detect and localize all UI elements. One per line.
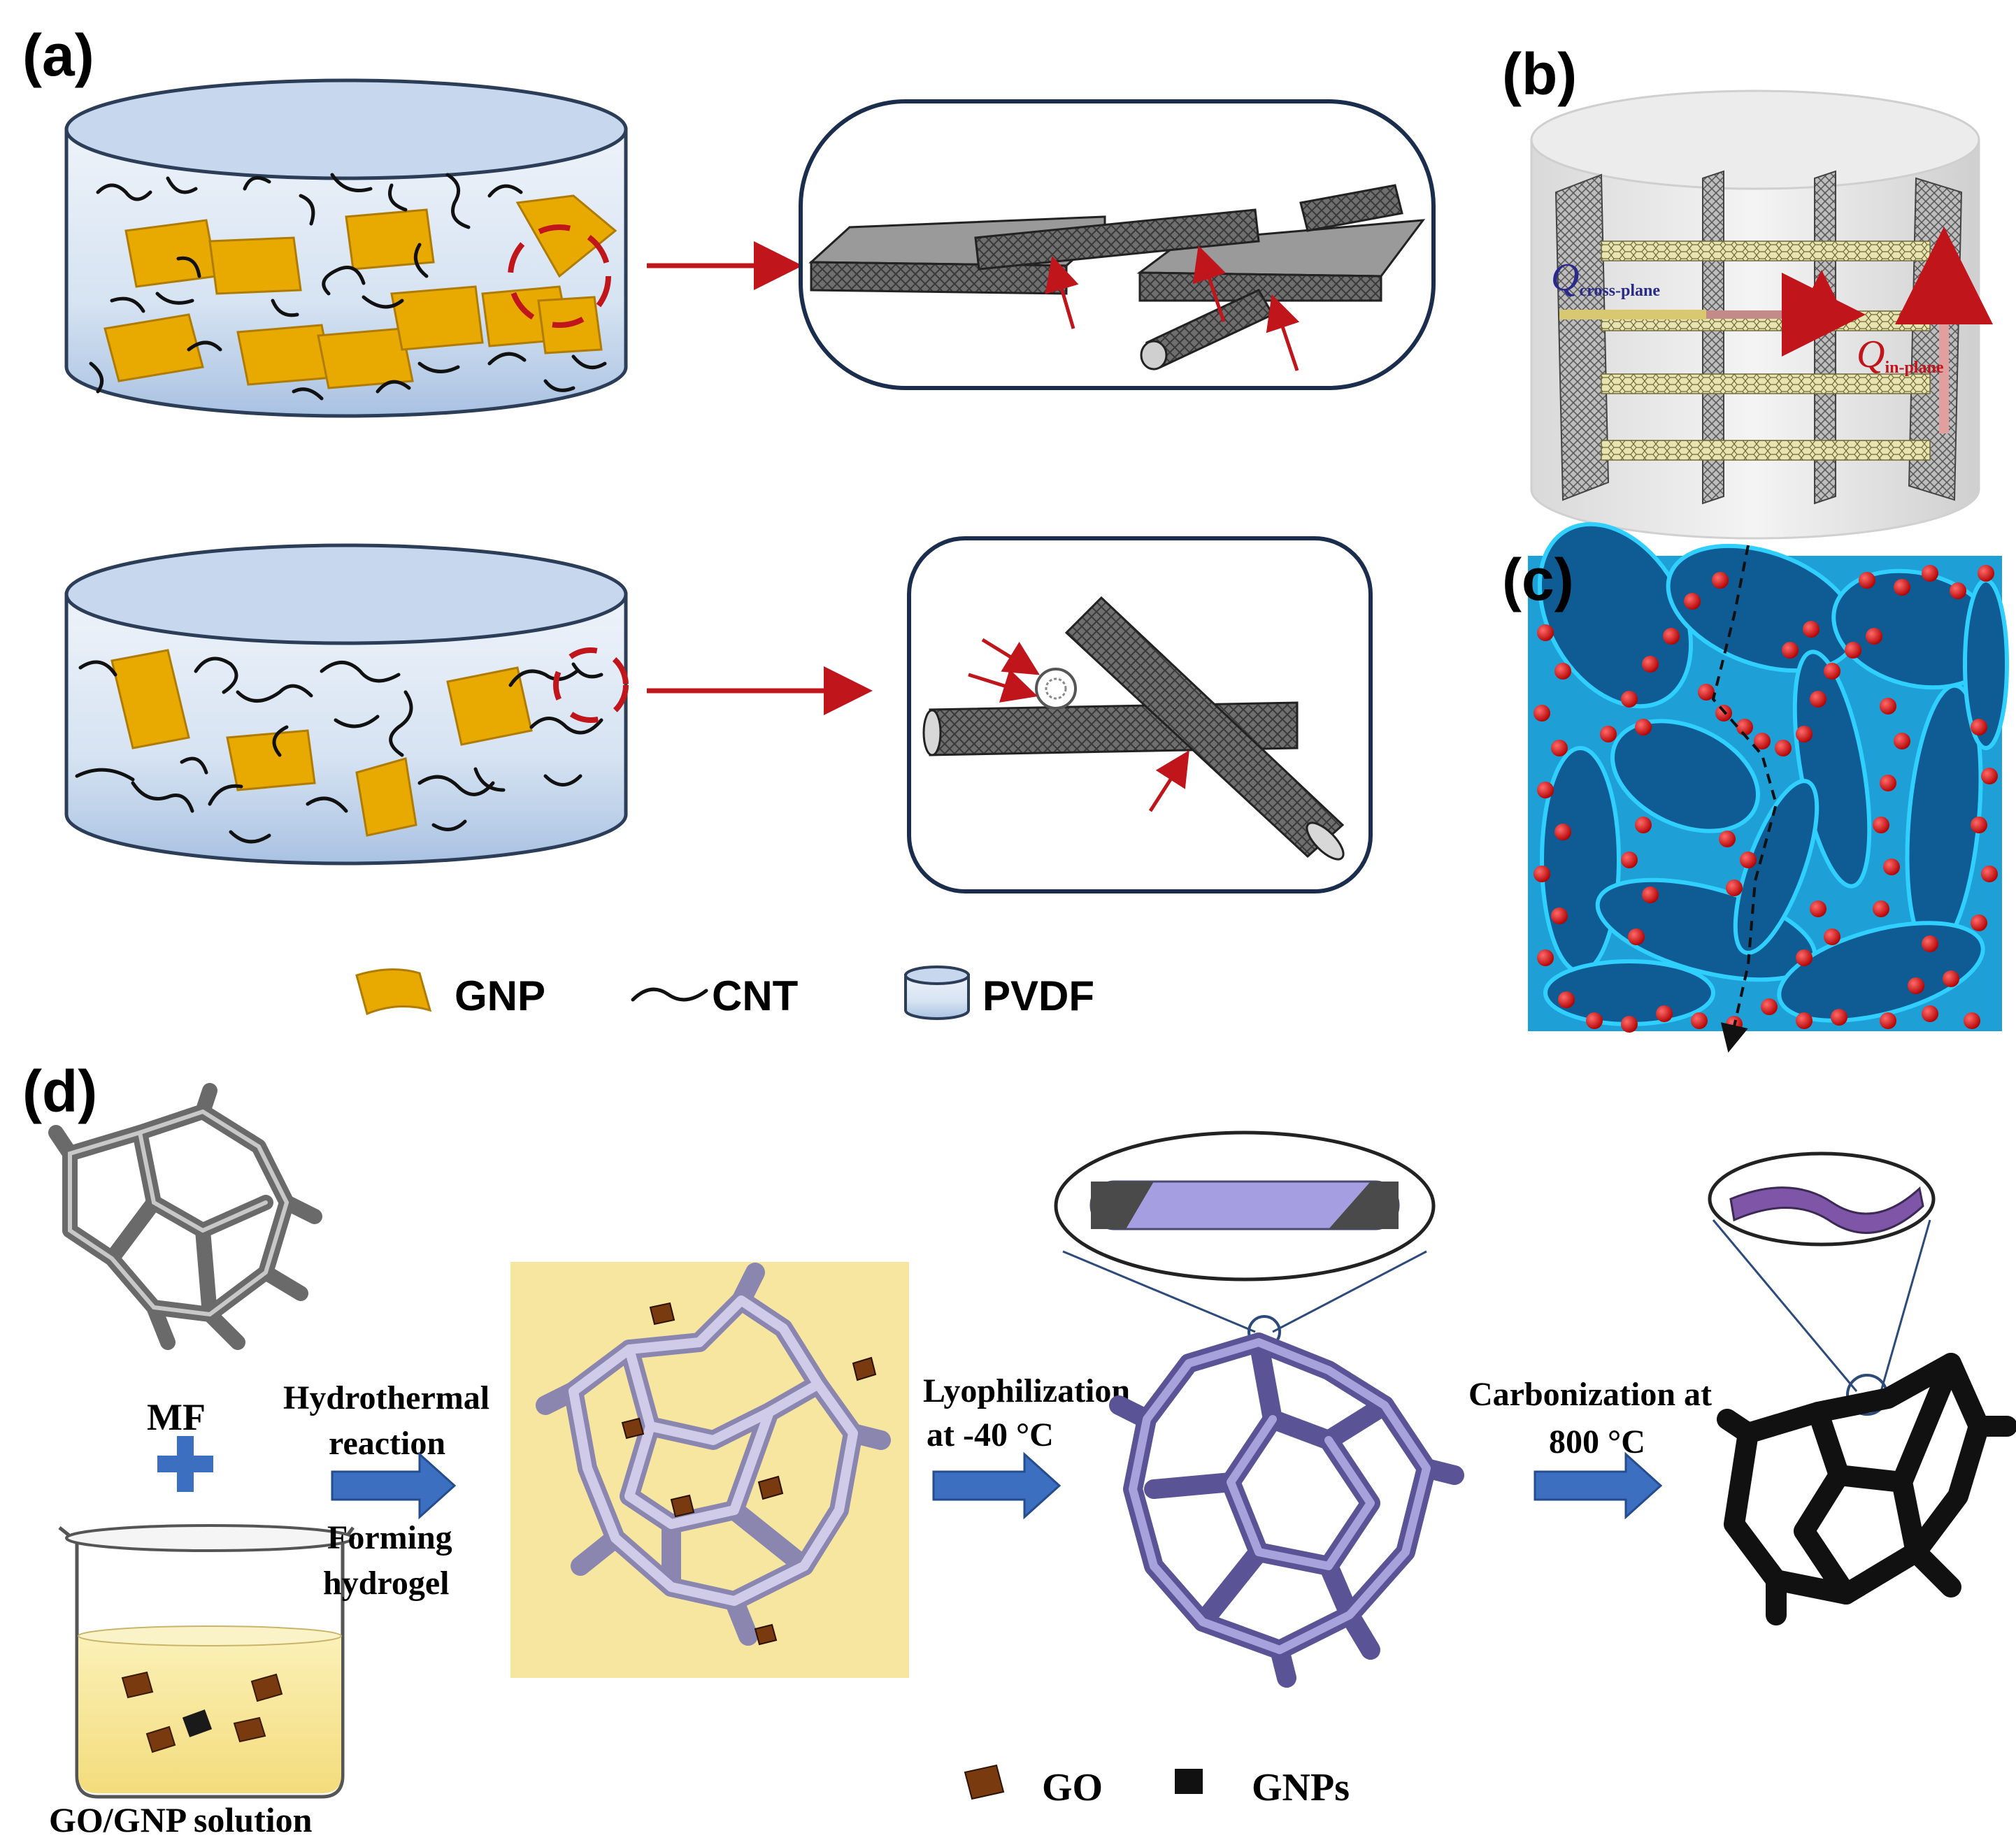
- legend-d: GO GNPs: [964, 1764, 1350, 1809]
- beaker: [58, 1524, 355, 1799]
- panel-c-image: [1528, 522, 2009, 1053]
- panel-b-label: (b): [1502, 41, 1577, 107]
- heat-flow-cylinder: Qcross-plane Qin-plane: [1530, 89, 1993, 540]
- step3-label-1: Carbonization at: [1468, 1376, 1712, 1413]
- q-in-symbol: Q: [1857, 333, 1885, 376]
- pvdf-container-top: [64, 78, 628, 418]
- panel-d-label: (d): [22, 1058, 97, 1124]
- gnp-sheets: [103, 194, 617, 389]
- q-cross-subscript: cross-plane: [1579, 282, 1660, 300]
- legend-cnt-label: CNT: [712, 972, 798, 1019]
- cnt-fibers-dense: [75, 656, 603, 844]
- hydrogel-foam: [510, 1262, 909, 1678]
- gnp-legend-icon: [355, 968, 432, 1016]
- aerogel-foam: [1054, 1130, 1464, 1688]
- step2-label-1: Lyophilization: [923, 1372, 1130, 1409]
- go-legend-icon: [964, 1764, 1005, 1800]
- zoom-highlight-circle-bottom: [553, 647, 629, 723]
- q-cross-symbol: Q: [1551, 256, 1579, 299]
- arrow-step3-icon: [1534, 1451, 1663, 1520]
- step1-label-1: Hydrothermal: [283, 1379, 489, 1416]
- q-in-subscript: in-plane: [1885, 359, 1943, 377]
- panel-a-label: (a): [22, 22, 94, 88]
- legend-a: GNP CNT PVDF: [355, 965, 1094, 1020]
- cnt-legend-icon: [631, 987, 708, 1002]
- cnt-fibers: [89, 173, 607, 401]
- plus-icon: [157, 1436, 213, 1492]
- step3-label-2: 800 °C: [1549, 1423, 1645, 1460]
- legend-gnps-label: GNPs: [1252, 1766, 1350, 1809]
- step1-label-3: Forming: [327, 1519, 452, 1556]
- solution-label: GO/GNP solution: [49, 1800, 313, 1839]
- arrow-step2-icon: [932, 1451, 1061, 1520]
- pvdf-container-bottom: [64, 543, 629, 866]
- step1-label-4: hydrogel: [323, 1565, 449, 1602]
- zoom-highlight-circle: [508, 224, 611, 328]
- carbon-foam: [1708, 1151, 2016, 1625]
- zoom-gnp-cnt-contact: [799, 99, 1436, 390]
- panel-c-label: (c): [1502, 547, 1574, 612]
- legend-gnp-label: GNP: [455, 972, 545, 1019]
- legend-go-label: GO: [1042, 1766, 1103, 1809]
- svg-text:Qcross-plane: Qcross-plane: [1551, 256, 1660, 300]
- pvdf-legend-icon: [904, 965, 970, 1020]
- gnps-legend-icon: [1175, 1769, 1203, 1794]
- mf-foam: [48, 1083, 322, 1350]
- mf-label: MF: [147, 1396, 206, 1438]
- step1-label-2: reaction: [329, 1425, 445, 1462]
- svg-text:Qin-plane: Qin-plane: [1857, 333, 1944, 377]
- step2-label-2: at -40 °C: [927, 1416, 1054, 1453]
- arrow-step1-icon: [331, 1451, 457, 1520]
- zoom-cnt-cnt-contact: [907, 536, 1373, 893]
- legend-pvdf-label: PVDF: [982, 972, 1094, 1019]
